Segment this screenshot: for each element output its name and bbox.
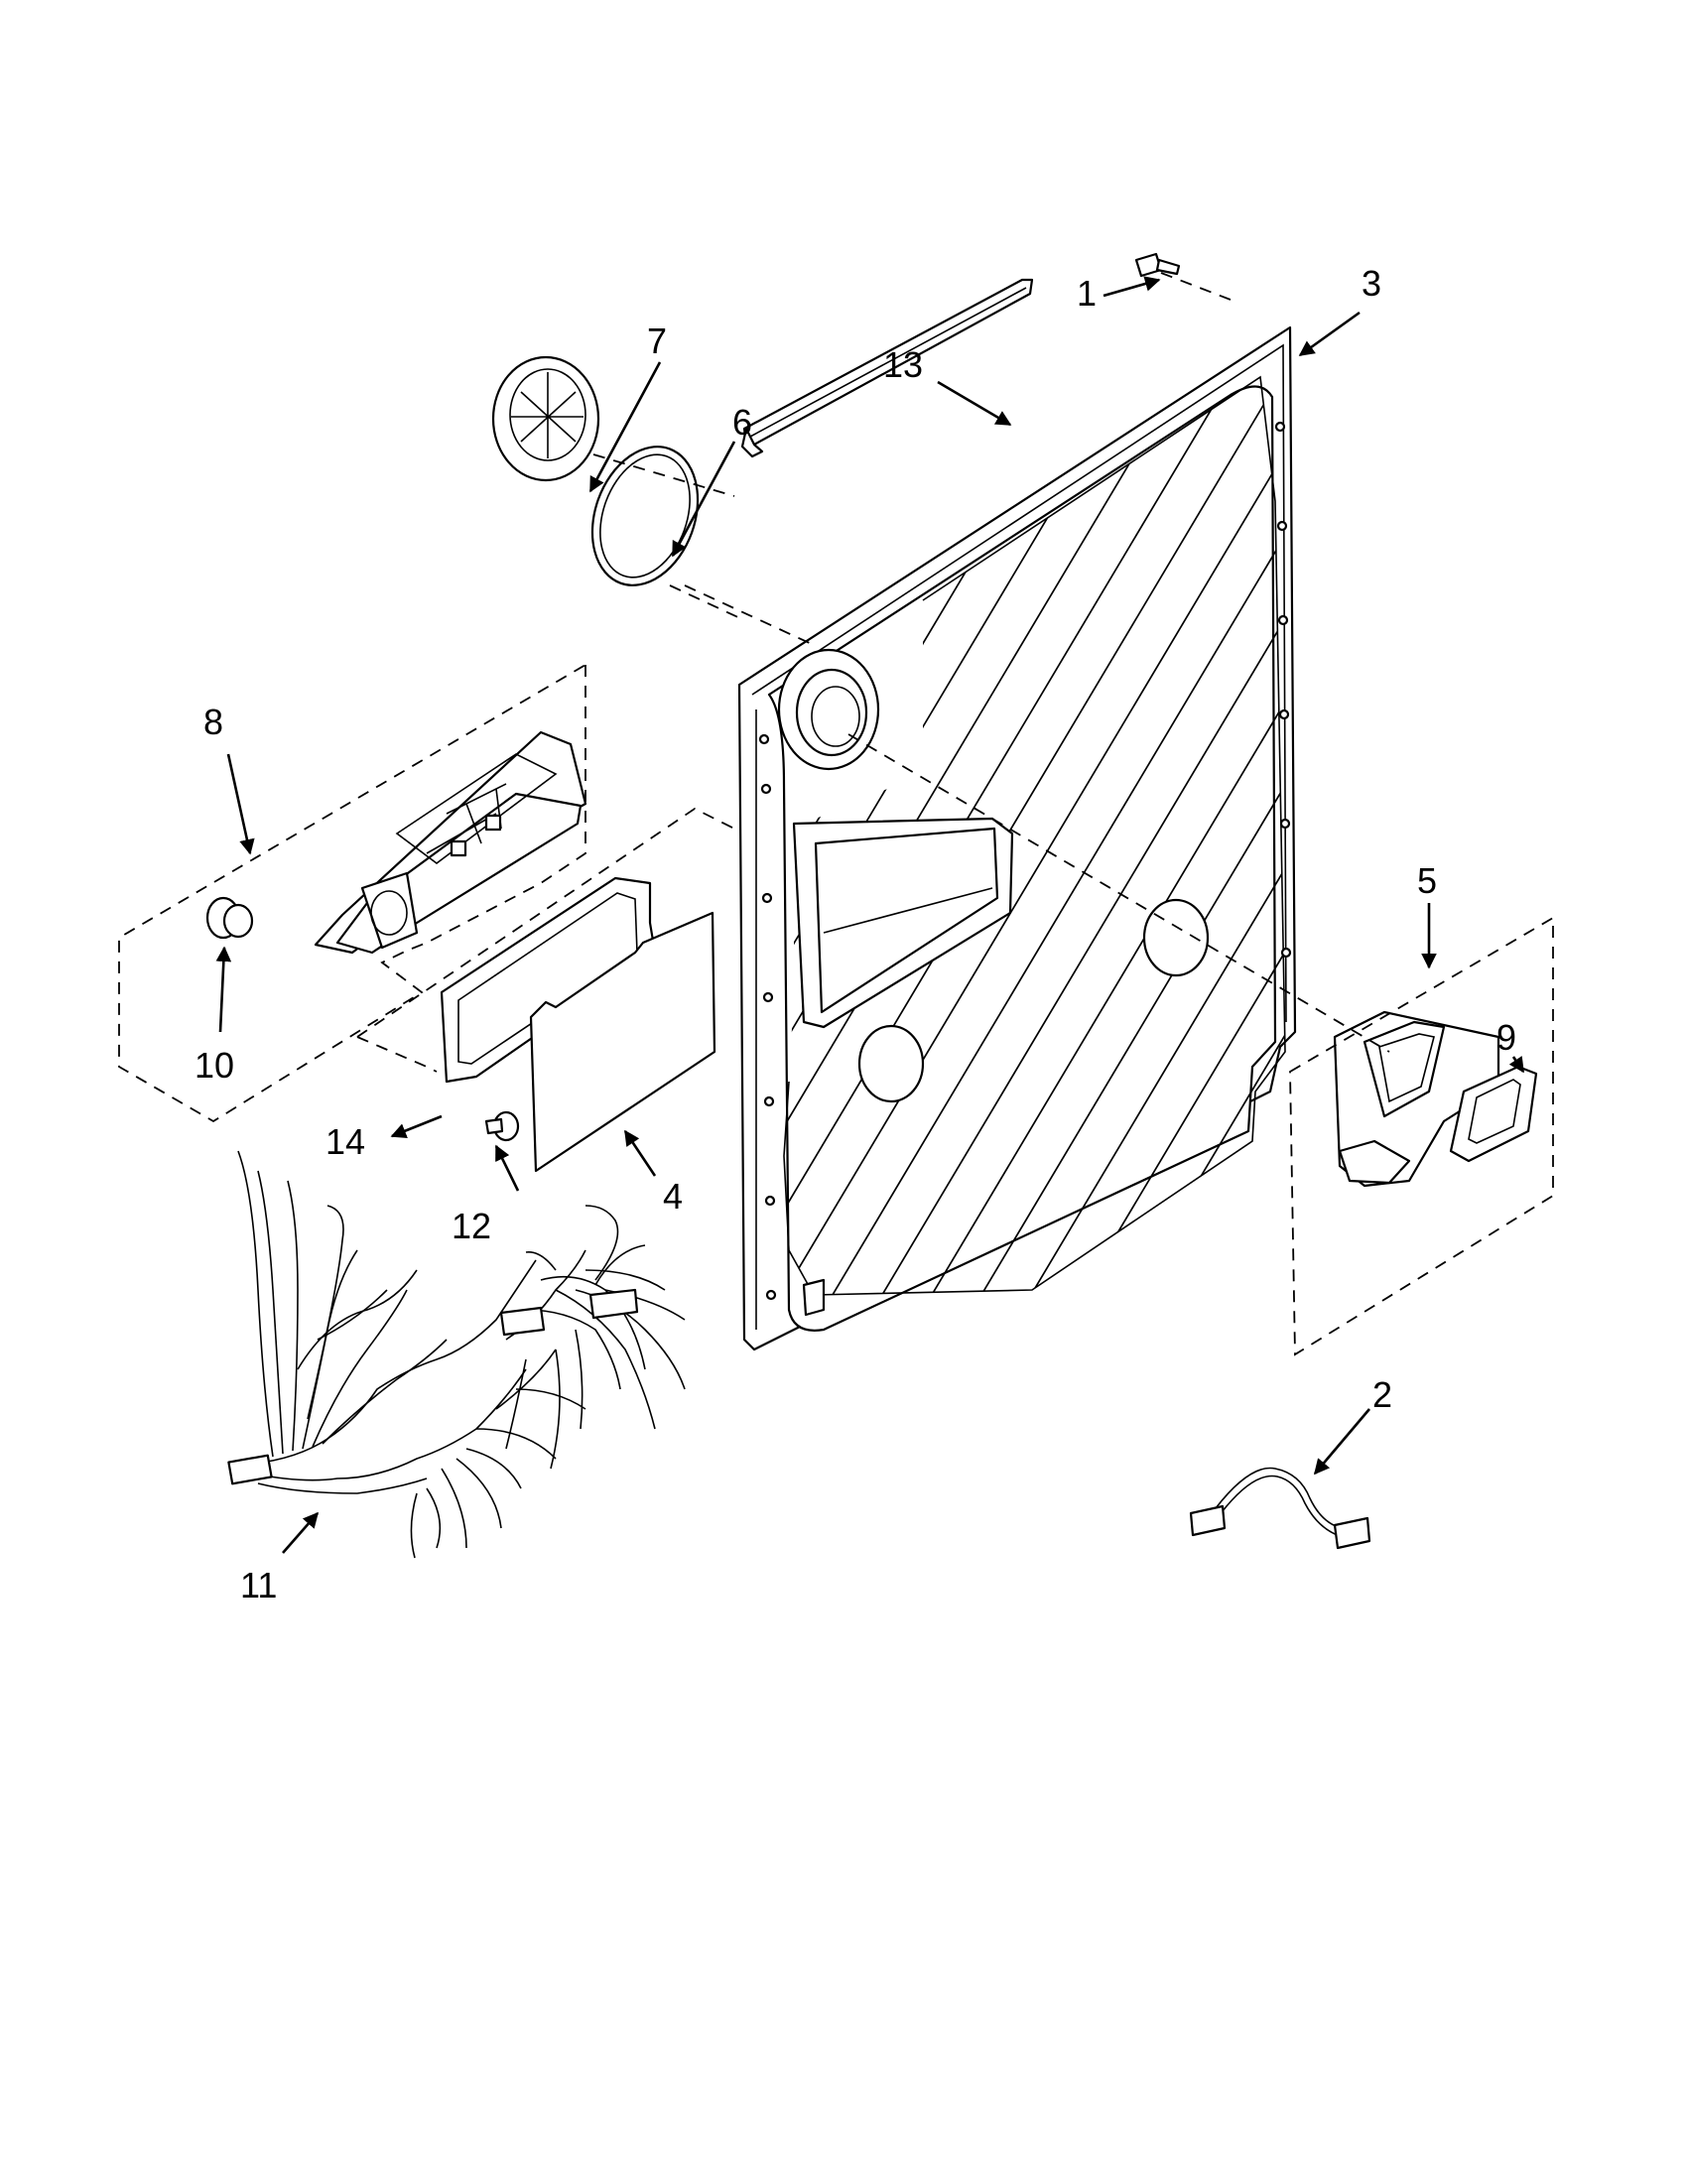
jumper-wire <box>1189 1467 1371 1550</box>
hatch-line <box>1419 377 1688 1310</box>
hatch-line <box>1618 377 1688 1310</box>
wire-harness <box>227 1150 686 1559</box>
mounting-hole <box>764 1195 776 1207</box>
mounting-hole <box>762 991 774 1003</box>
callout-8: 8 <box>203 702 223 742</box>
hatch-line <box>1071 377 1285 1295</box>
dispenser-assembly <box>314 730 587 955</box>
vent-cover <box>491 355 600 482</box>
mounting-hole <box>758 733 770 745</box>
hatch-line <box>1120 377 1285 1295</box>
vent-assembly <box>1333 1010 1500 1188</box>
inner-door-panel <box>737 325 1688 1351</box>
rinse-aid-cap <box>205 896 254 940</box>
hatch-line <box>1568 377 1688 1310</box>
callout-10: 10 <box>195 1045 234 1086</box>
hatch-line <box>1269 377 1285 1295</box>
mounting-hole <box>763 1095 775 1107</box>
callout-3: 3 <box>1362 263 1381 304</box>
dashed-group-4 <box>356 807 735 1073</box>
callout-12: 12 <box>452 1206 491 1246</box>
callout-1: 1 <box>1077 273 1097 314</box>
hatch-line <box>1469 377 1688 1310</box>
mounting-hole <box>1277 614 1289 626</box>
callout-labels: 1 2 3 4 5 6 7 8 9 10 11 12 13 14 <box>195 263 1516 1606</box>
hatch-line <box>1021 377 1285 1295</box>
callout-13: 13 <box>883 344 923 385</box>
mounting-hole <box>1274 421 1286 433</box>
mounting-hole <box>1276 520 1288 532</box>
dashed-group-5 <box>1289 916 1554 1356</box>
mounting-hole <box>1280 947 1292 959</box>
mounting-hole <box>1279 818 1291 830</box>
callout-5: 5 <box>1417 860 1437 901</box>
leader-lines <box>215 276 1525 1554</box>
hatch-line <box>872 377 1285 1295</box>
hatch-line <box>972 377 1285 1295</box>
callout-6: 6 <box>732 402 752 443</box>
hatch-line <box>823 377 1285 1295</box>
hatch-line <box>1518 377 1688 1310</box>
screw <box>1134 252 1181 278</box>
callout-9: 9 <box>1496 1017 1516 1058</box>
hatch-line <box>922 377 1285 1295</box>
vent-gasket <box>590 446 700 586</box>
hatch-line <box>784 377 1285 1295</box>
mounting-hole <box>760 783 772 795</box>
callout-7: 7 <box>647 321 667 361</box>
callout-14: 14 <box>325 1121 365 1162</box>
dashed-group-8 <box>118 663 586 1123</box>
callout-2: 2 <box>1372 1374 1392 1415</box>
cover-plate <box>529 911 716 1173</box>
mounting-hole <box>761 892 773 904</box>
screw-12 <box>484 1110 520 1142</box>
callout-11: 11 <box>240 1565 277 1606</box>
door-trim-strip <box>740 278 1034 458</box>
mounting-hole <box>765 1289 777 1301</box>
mounting-hole <box>1278 708 1290 720</box>
hatch-line <box>1369 377 1688 1310</box>
callout-4: 4 <box>663 1176 683 1217</box>
